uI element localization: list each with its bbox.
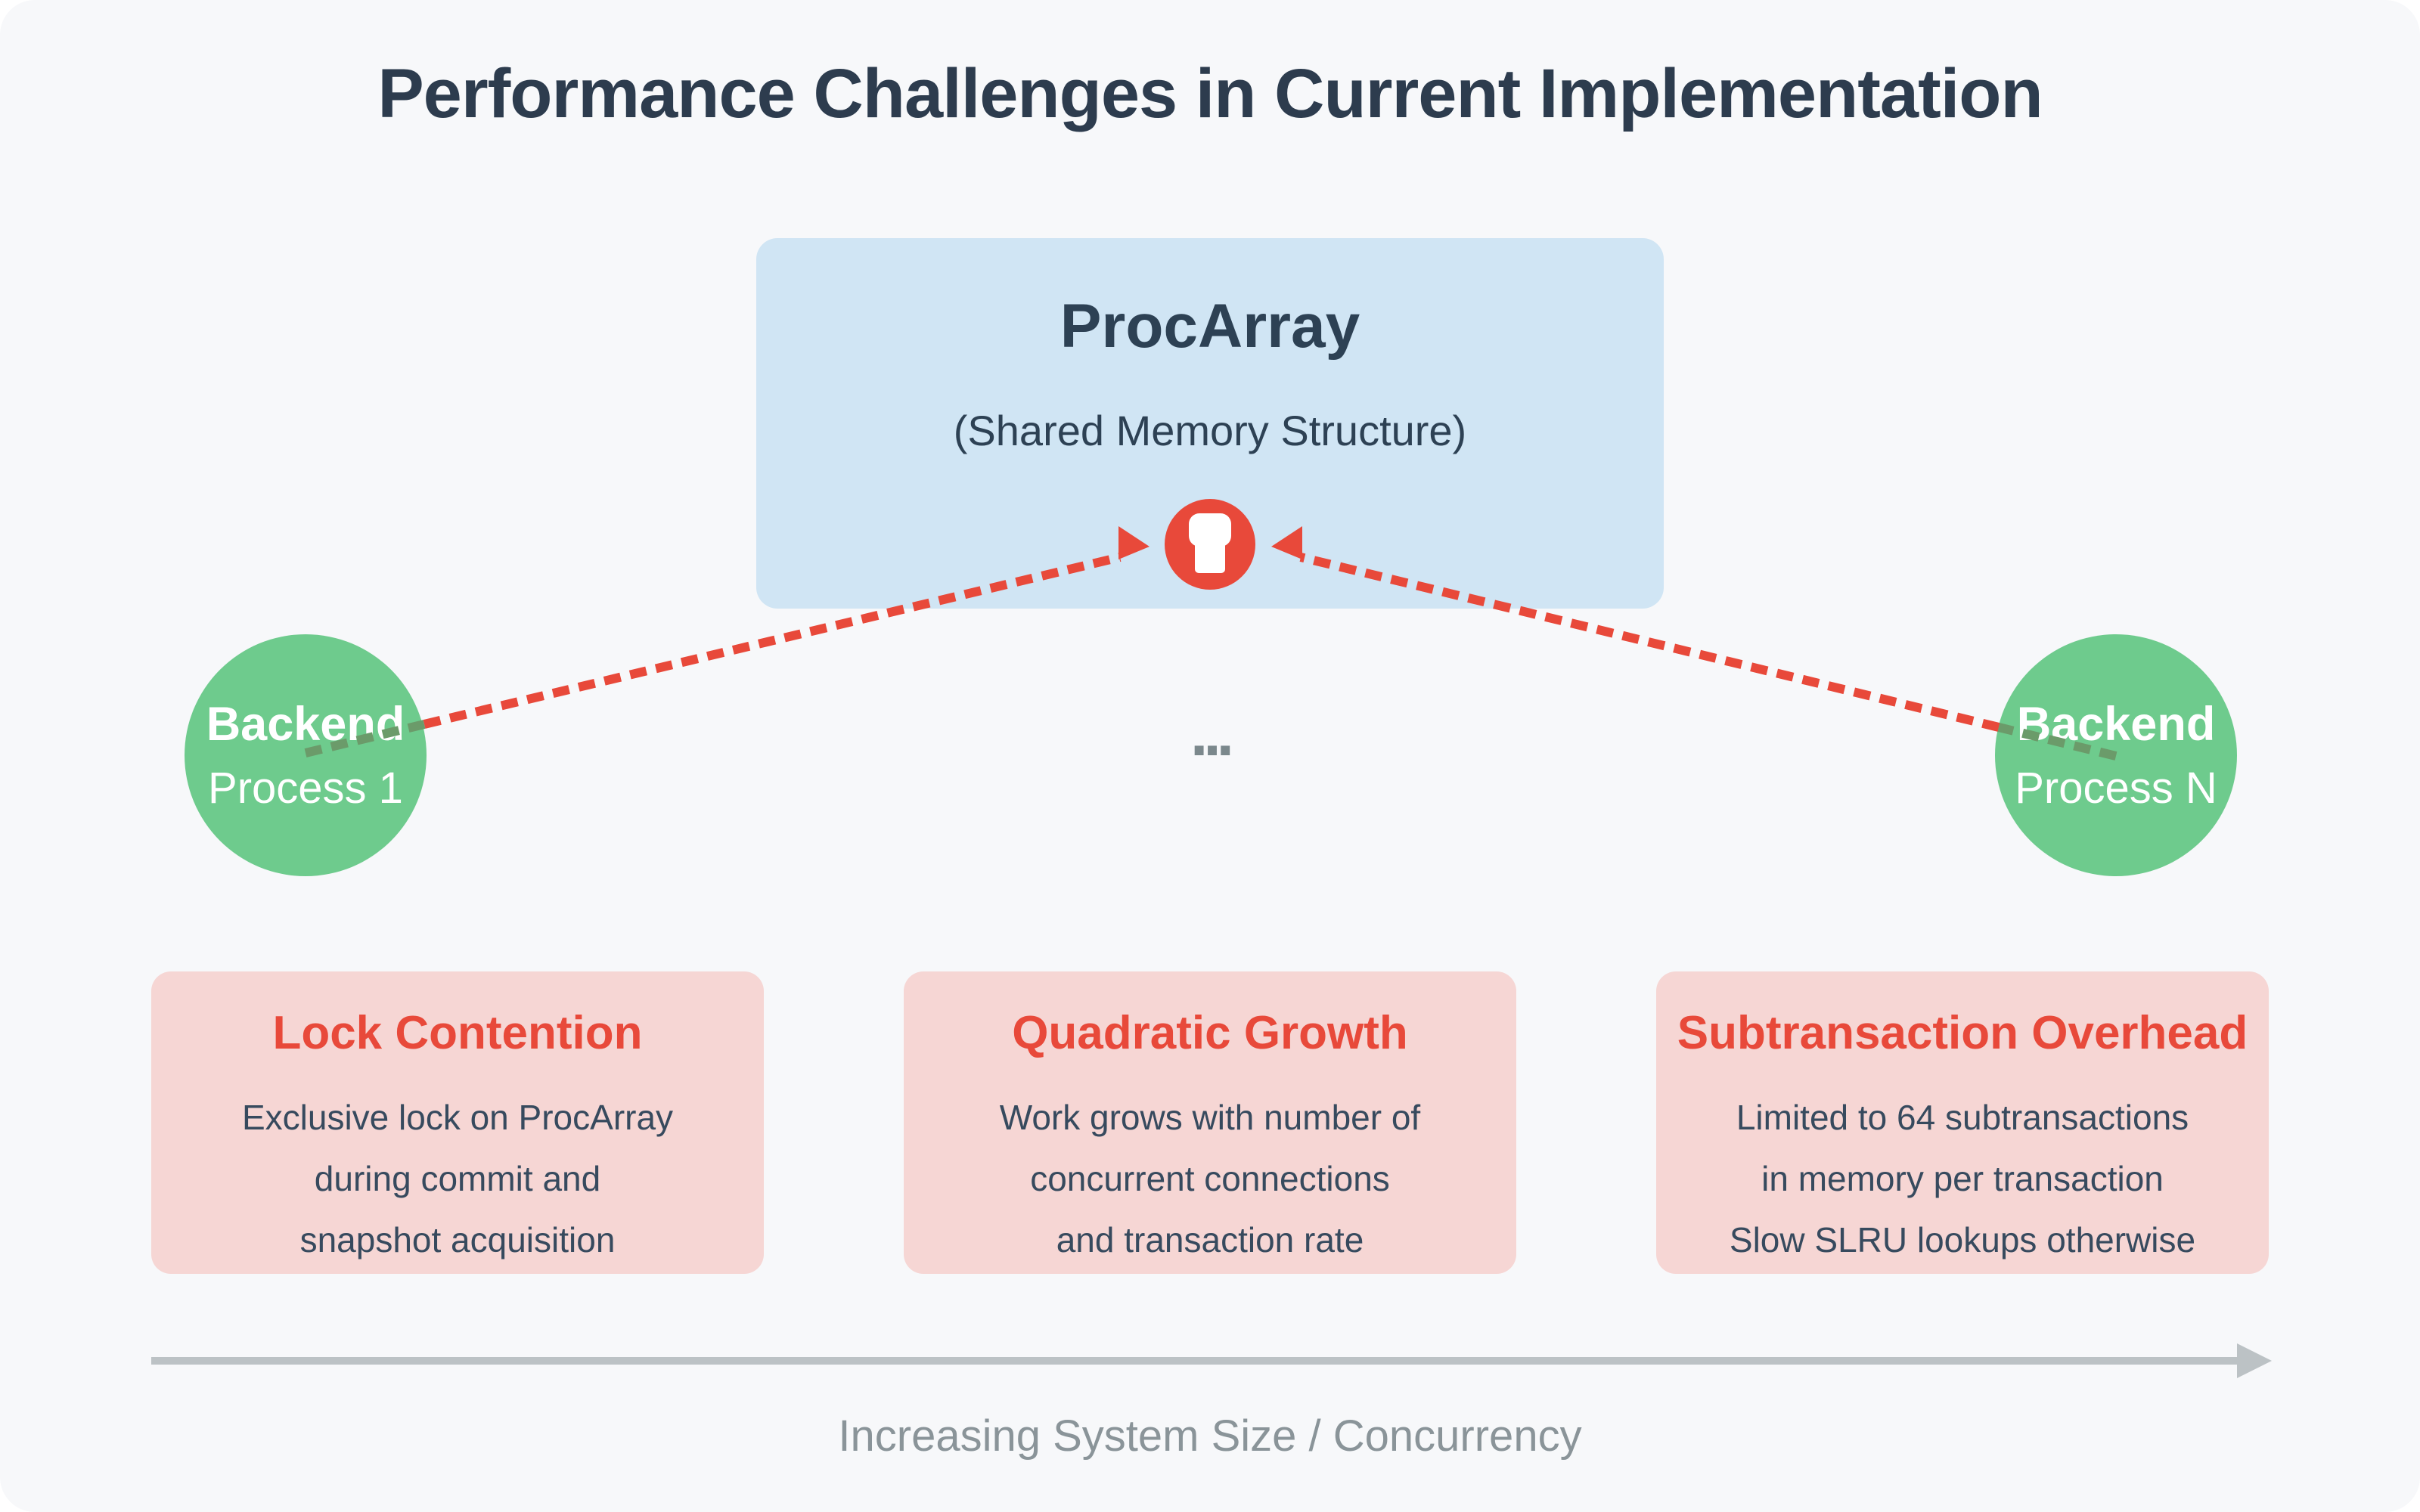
challenge-line: Exclusive lock on ProcArray	[241, 1098, 674, 1137]
more-backends-ellipsis: ...	[1190, 698, 1234, 769]
challenge-body: Exclusive lock on ProcArray during commi…	[151, 1087, 764, 1271]
challenge-title: Lock Contention	[272, 1007, 643, 1059]
backend-process-number: Process N	[2015, 763, 2217, 813]
challenge-line: concurrent connections	[1030, 1159, 1390, 1198]
procarray-box: ProcArray (Shared Memory Structure)	[756, 238, 1664, 609]
challenge-box-lock-contention: Lock Contention Exclusive lock on ProcAr…	[151, 971, 764, 1274]
challenge-line: and transaction rate	[1056, 1220, 1364, 1259]
page-title: Performance Challenges in Current Implem…	[377, 55, 2043, 132]
challenge-line: Slow SLRU lookups otherwise	[1729, 1220, 2196, 1259]
challenge-box-subtransaction-overhead: Subtransaction Overhead Limited to 64 su…	[1656, 971, 2269, 1274]
challenge-line: in memory per transaction	[1761, 1159, 2164, 1198]
challenge-body: Limited to 64 subtransactions in memory …	[1656, 1087, 2269, 1271]
procarray-subtitle: (Shared Memory Structure)	[953, 407, 1467, 454]
challenge-title: Subtransaction Overhead	[1677, 1007, 2248, 1059]
challenge-line: during commit and	[314, 1159, 601, 1198]
challenge-box-quadratic-growth: Quadratic Growth Work grows with number …	[904, 971, 1516, 1274]
challenge-line: Work grows with number of	[999, 1098, 1421, 1137]
challenge-body: Work grows with number of concurrent con…	[904, 1087, 1516, 1271]
backend-process-number: Process 1	[208, 763, 403, 813]
challenge-line: Limited to 64 subtransactions	[1736, 1098, 2189, 1137]
challenge-line: snapshot acquisition	[299, 1220, 616, 1259]
challenge-title: Quadratic Growth	[1012, 1007, 1408, 1059]
axis-label: Increasing System Size / Concurrency	[838, 1411, 1582, 1461]
procarray-title: ProcArray	[1060, 292, 1360, 361]
